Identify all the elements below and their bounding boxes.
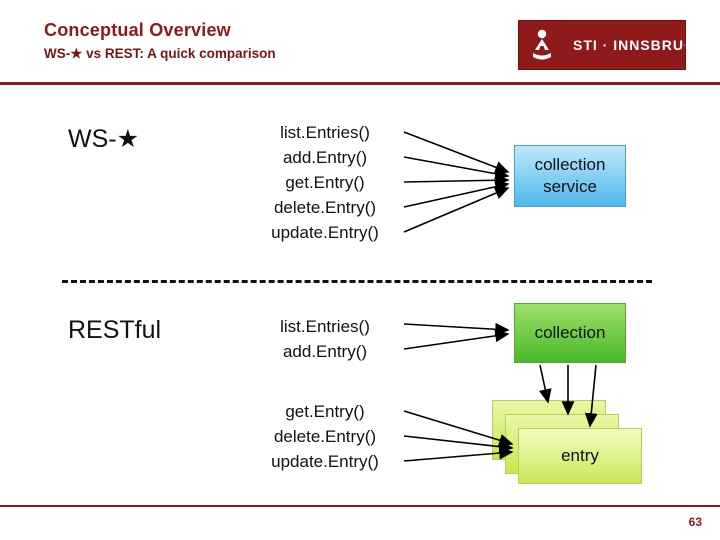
page-number: 63 [688, 515, 702, 529]
ws-collection-service-box: collection service [514, 145, 626, 207]
ws-operation-item: list.Entries() [280, 123, 370, 142]
rest-operation-item: get.Entry() [285, 402, 365, 421]
ws-operations-list: list.Entries() add.Entry() get.Entry() d… [250, 120, 400, 245]
rest-collection-operations-list: list.Entries() add.Entry() [250, 314, 400, 364]
rest-collection-box: collection [514, 303, 626, 363]
ws-operation-item: add.Entry() [282, 148, 368, 167]
diagram-area: WS-★ list.Entries() add.Entry() get.Entr… [0, 84, 720, 504]
rest-entry-box: entry [518, 428, 642, 484]
rest-operation-item: update.Entry() [271, 452, 379, 471]
ws-operation-item: update.Entry() [271, 223, 379, 242]
row-label-rest: RESTful [68, 316, 162, 344]
rest-entry-operations-list: get.Entry() delete.Entry() update.Entry(… [250, 399, 400, 474]
rest-entry-label: entry [561, 446, 599, 465]
sti-innsbruck-logo-icon [519, 22, 565, 68]
ws-collection-service-label-line2: service [543, 177, 597, 196]
header-divider [0, 82, 720, 85]
ws-operation-item: get.Entry() [285, 173, 365, 192]
page-title: Conceptual Overview [44, 20, 231, 40]
page-subtitle: WS-★ vs REST: A quick comparison [44, 46, 276, 61]
footer-divider [0, 505, 720, 507]
slide-header: Conceptual Overview WS-★ vs REST: A quic… [0, 0, 720, 85]
logo-text: STI · INNSBRUCK [573, 37, 685, 53]
rest-operation-item: list.Entries() [280, 317, 370, 336]
rest-operation-item: add.Entry() [282, 342, 368, 361]
ws-collection-service-label-line1: collection [534, 155, 606, 174]
rest-operation-item: delete.Entry() [273, 427, 377, 446]
sti-innsbruck-logo: STI · INNSBRUCK [518, 20, 686, 70]
row-label-ws: WS-★ [68, 125, 140, 153]
ws-operation-item: delete.Entry() [273, 198, 377, 217]
row-divider [62, 280, 652, 283]
rest-collection-label: collection [534, 323, 606, 342]
